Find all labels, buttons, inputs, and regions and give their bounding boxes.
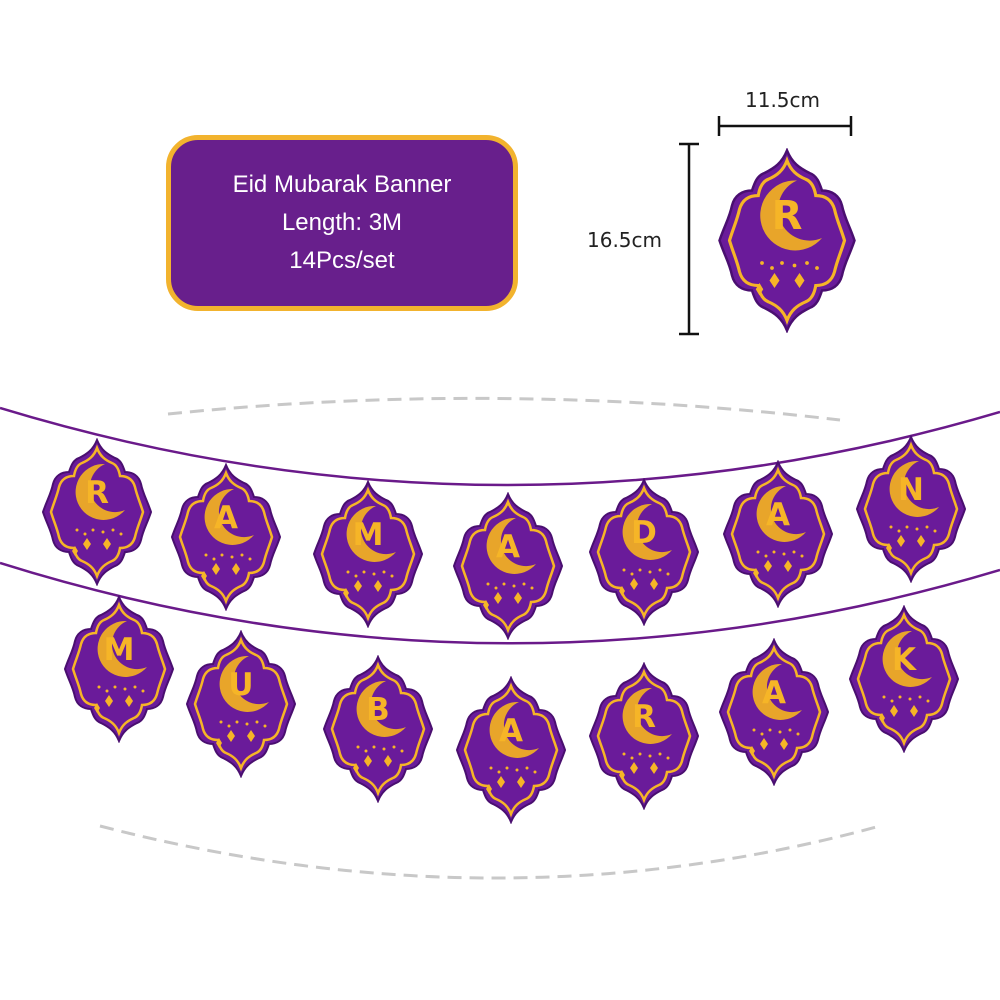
banner-flag: R: [588, 662, 700, 810]
flag-letter: B: [366, 691, 390, 728]
banner-flag: N: [855, 435, 967, 583]
banner-flag: M: [63, 595, 175, 743]
flag-background-icon: [185, 630, 297, 778]
bottom-dashed-arc: [99, 824, 881, 880]
flag-letter: A: [496, 528, 520, 565]
height-dimension-marker: [679, 142, 699, 336]
flag-background-icon: [848, 605, 960, 753]
flag-letter: R: [85, 474, 109, 511]
flag-background-icon: [717, 148, 857, 333]
flag-letter: A: [214, 499, 238, 536]
bottom-string: [0, 561, 1000, 645]
flag-letter: A: [762, 674, 786, 711]
flag-letter: R: [632, 698, 656, 735]
banner-flag: M: [312, 480, 424, 628]
top-dashed-arc: [167, 396, 841, 422]
product-title: Eid Mubarak Banner: [232, 171, 452, 198]
flag-background-icon: [588, 662, 700, 810]
flag-background-icon: [322, 655, 434, 803]
top-string: [0, 406, 1000, 487]
flag-letter: K: [891, 641, 917, 678]
width-dimension-marker: [717, 116, 853, 136]
height-dimension-label: 16.5cm: [587, 228, 663, 252]
flag-background-icon: [452, 492, 564, 640]
flag-background-icon: [312, 480, 424, 628]
banner-flag: B: [322, 655, 434, 803]
flag-background-icon: [855, 435, 967, 583]
flag-letter: R: [771, 193, 803, 240]
product-quantity: 14Pcs/set: [289, 247, 395, 274]
banner-flag: A: [170, 463, 282, 611]
width-dimension-label: 11.5cm: [745, 88, 821, 112]
flag-letter: M: [352, 516, 384, 553]
banner-flag: D: [588, 478, 700, 626]
banner-flag: R: [41, 438, 153, 586]
flag-letter: N: [898, 471, 924, 508]
flag-background-icon: [41, 438, 153, 586]
flag-background-icon: [63, 595, 175, 743]
flag-background-icon: [455, 676, 567, 824]
product-length: Length: 3M: [281, 209, 403, 236]
flag-letter: M: [103, 631, 135, 668]
flag-background-icon: [588, 478, 700, 626]
flag-letter: D: [631, 514, 657, 551]
banner-flag: K: [848, 605, 960, 753]
banner-flag: A: [722, 460, 834, 608]
flag-background-icon: [170, 463, 282, 611]
sample-flag: R: [717, 148, 857, 333]
flag-background-icon: [722, 460, 834, 608]
banner-flag: A: [455, 676, 567, 824]
banner-flag: A: [452, 492, 564, 640]
banner-flag: A: [718, 638, 830, 786]
flag-letter: A: [499, 712, 523, 749]
flag-letter: A: [766, 496, 790, 533]
product-info-box: Eid Mubarak Banner Length: 3M 14Pcs/set: [166, 135, 518, 311]
banner-flag: U: [185, 630, 297, 778]
flag-background-icon: [718, 638, 830, 786]
flag-letter: U: [228, 666, 254, 703]
